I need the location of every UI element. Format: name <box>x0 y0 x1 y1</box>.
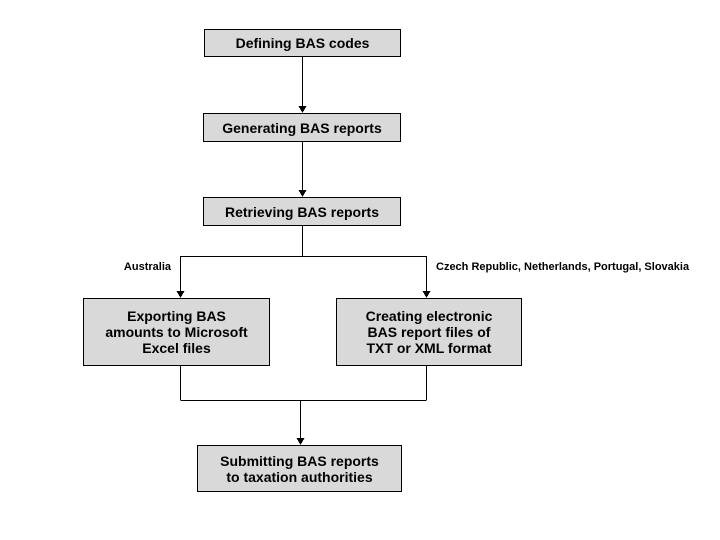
arrowhead-icon <box>422 291 431 298</box>
branch-label-australia: Australia <box>123 261 171 273</box>
node-exporting-bas-excel: Exporting BAS amounts to Microsoft Excel… <box>83 298 270 366</box>
connector-branch-to-creating <box>422 256 431 298</box>
connector-merge-to-submitting <box>296 400 305 445</box>
node-submitting-bas-reports: Submitting BAS reports to taxation autho… <box>197 445 402 492</box>
connector-defining-to-generating <box>298 57 307 113</box>
node-defining-bas-codes: Defining BAS codes <box>204 29 401 57</box>
connector-branch-split <box>180 226 427 257</box>
connector-generating-to-retrieving <box>298 142 307 197</box>
connector-branch-to-exporting <box>176 256 185 298</box>
branch-label-czech-netherlands-portugal-slovakia: Czech Republic, Netherlands, Portugal, S… <box>436 261 690 273</box>
node-creating-electronic-files: Creating electronic BAS report files of … <box>336 298 522 366</box>
arrowhead-icon <box>298 106 307 113</box>
arrowhead-icon <box>176 291 185 298</box>
node-retrieving-bas-reports: Retrieving BAS reports <box>203 197 401 226</box>
connector-merge <box>180 366 427 401</box>
arrowhead-icon <box>298 190 307 197</box>
node-generating-bas-reports: Generating BAS reports <box>203 113 401 142</box>
arrowhead-icon <box>296 438 305 445</box>
